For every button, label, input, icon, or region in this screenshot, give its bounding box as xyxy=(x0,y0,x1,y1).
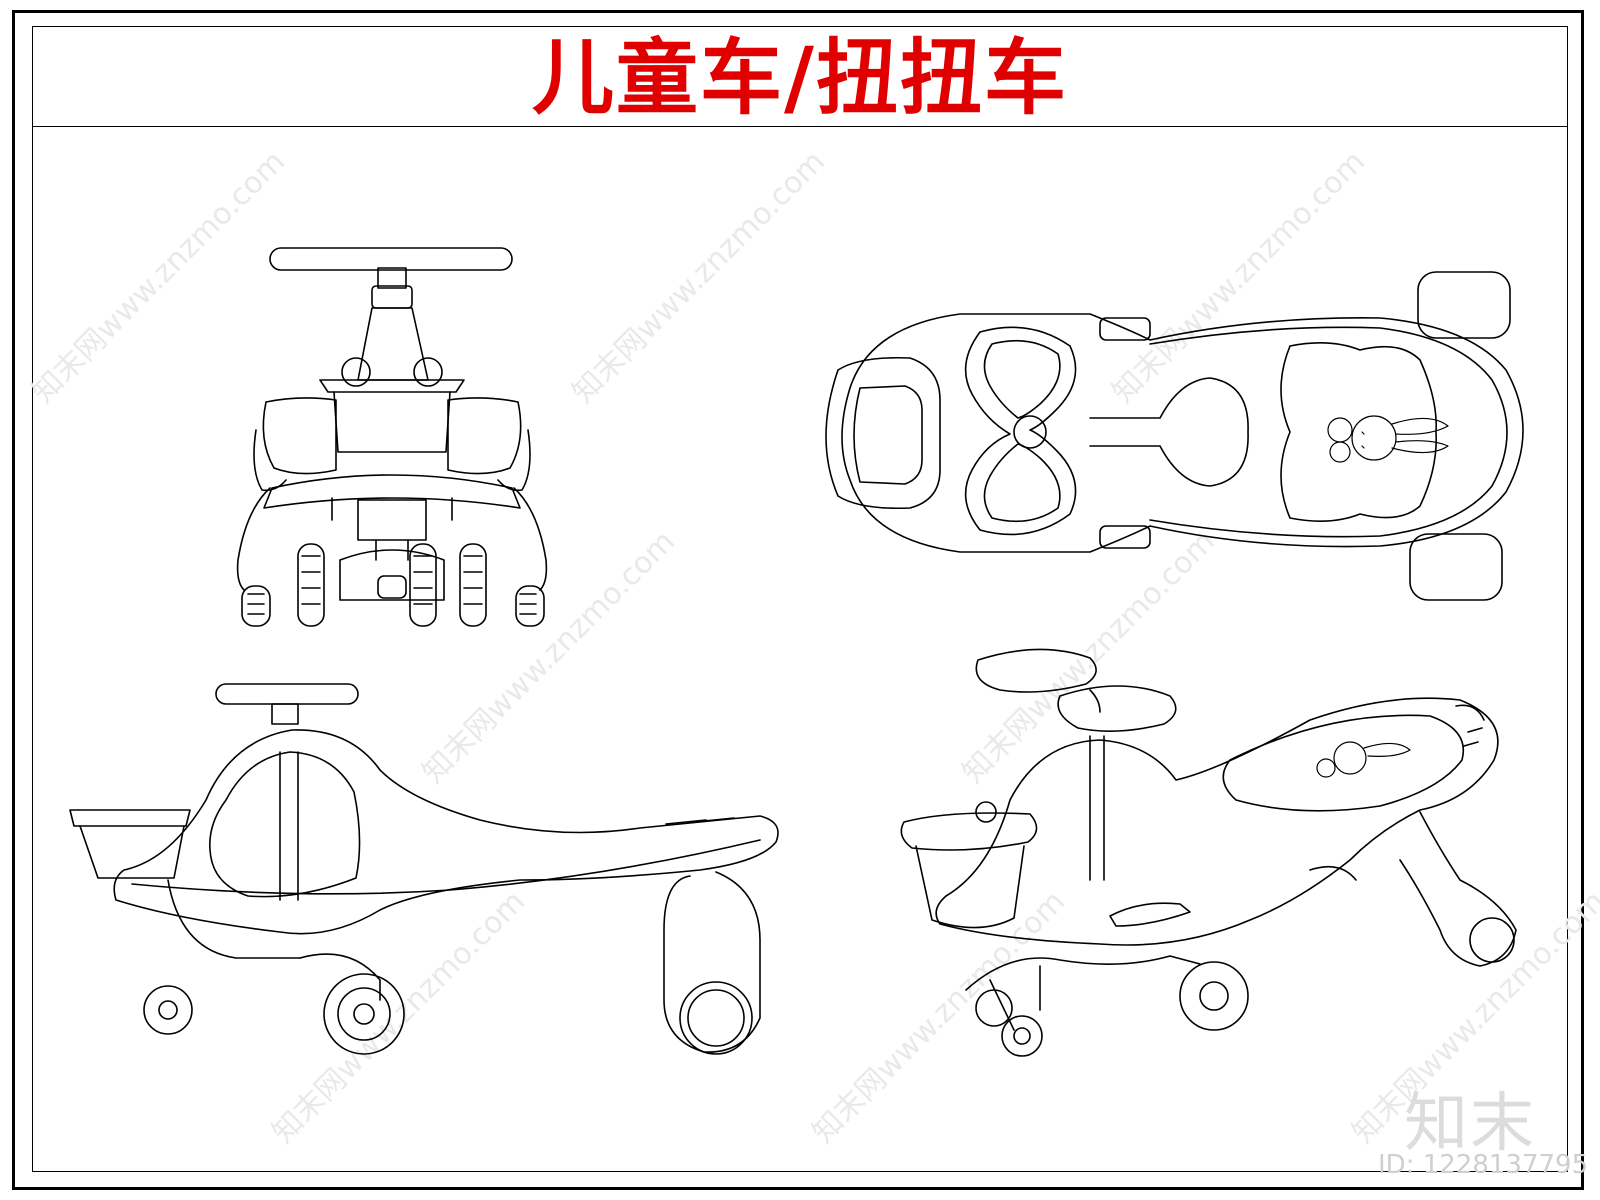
side-rear-caster xyxy=(663,871,761,1053)
persp-front-wheel-left xyxy=(975,989,1013,1027)
top-view xyxy=(825,271,1524,601)
top-seat-decal-panel xyxy=(1280,342,1437,522)
title-divider xyxy=(32,126,1568,127)
top-seat-column xyxy=(1089,377,1249,487)
front-right-fender xyxy=(447,397,522,475)
side-basket xyxy=(79,825,185,879)
top-rear-wheel-upper xyxy=(1417,271,1511,339)
top-steering-hub xyxy=(1013,415,1047,449)
persp-foot-grille xyxy=(1109,902,1191,927)
front-steering-column xyxy=(357,307,429,381)
persp-rear-wheel xyxy=(1469,917,1515,963)
front-steering-bar xyxy=(269,247,513,271)
front-steering-column-top xyxy=(377,267,407,289)
bunny-decal xyxy=(1327,415,1449,463)
persp-middle-wheel xyxy=(1179,961,1249,1031)
persp-seat-deck xyxy=(1222,714,1464,812)
persp-front-wheel-right xyxy=(1001,1015,1043,1057)
front-body-lower xyxy=(263,474,521,509)
side-middle-wheel xyxy=(323,973,405,1055)
top-rear-wheel-lower xyxy=(1409,533,1503,601)
side-steering-column xyxy=(279,751,299,901)
top-steering-wheel xyxy=(964,326,1077,536)
persp-basket xyxy=(915,845,1025,929)
front-basket-rim xyxy=(319,379,465,393)
drawing-border xyxy=(12,10,1584,1190)
side-view xyxy=(69,683,779,1055)
side-basket-rim xyxy=(69,809,191,827)
watermark-id: ID: 1228137795 xyxy=(1378,1150,1589,1180)
persp-bunny-decal xyxy=(1316,741,1411,778)
watermark-brand: 知末 xyxy=(1404,1087,1536,1161)
persp-rear-caster xyxy=(1399,811,1517,967)
top-basket-outer xyxy=(825,356,941,510)
top-body-outline xyxy=(841,313,1524,553)
side-canopy xyxy=(209,751,361,898)
persp-body-outline xyxy=(935,697,1499,946)
front-wheels xyxy=(241,543,545,627)
drawing-inner-border xyxy=(32,26,1568,1172)
front-left-fender xyxy=(262,397,337,475)
persp-basket-rim xyxy=(900,812,1038,851)
top-basket-inner xyxy=(853,385,923,485)
persp-steering-wheel-lower xyxy=(1057,685,1177,732)
perspective-view xyxy=(900,648,1517,1057)
front-basket xyxy=(333,391,451,453)
persp-steering-column xyxy=(1089,735,1105,881)
side-rear-wheel xyxy=(679,981,753,1055)
side-body-outline xyxy=(113,729,779,935)
side-steering-bar xyxy=(215,683,359,705)
front-view xyxy=(236,247,548,627)
persp-steering-wheel-upper xyxy=(975,648,1097,693)
side-front-wheel xyxy=(143,985,193,1035)
drawing-title: 儿童车/扭扭车 xyxy=(532,30,1068,126)
front-column-base xyxy=(357,499,427,541)
